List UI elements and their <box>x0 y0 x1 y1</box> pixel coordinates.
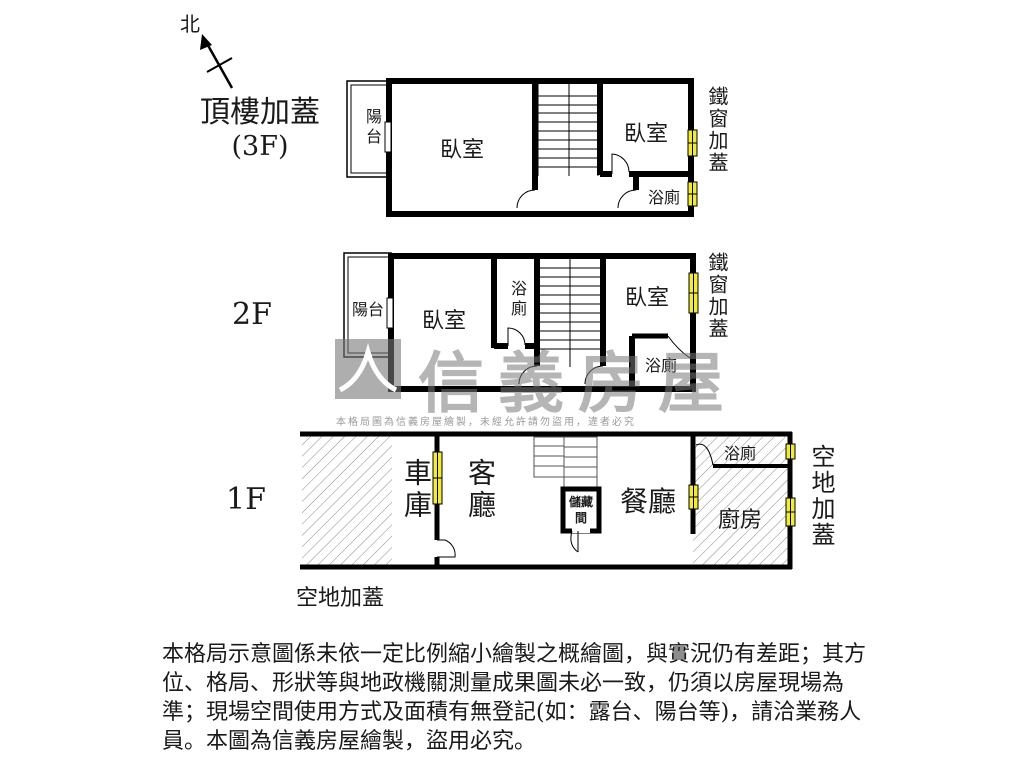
room-3f-bedroom-2: 臥室 <box>624 122 669 147</box>
floor-2f-side-note: 鐵窗加蓋 <box>705 252 729 340</box>
compass-label: 北 <box>180 12 200 36</box>
window-icon <box>432 443 796 527</box>
room-1f-bathroom: 浴廁 <box>724 444 757 463</box>
room-2f-bathroom-2: 浴廁 <box>645 356 678 375</box>
floor-1f-title: 1F <box>226 482 266 517</box>
watermark-logo-icon <box>335 339 401 399</box>
room-1f-living-room: 客廳 <box>464 458 497 522</box>
floor-3f-side-note: 鐵窗加蓋 <box>705 86 729 174</box>
room-1f-dining-room: 餐廳 <box>620 485 677 518</box>
room-3f-balcony: 陽台 <box>363 108 382 148</box>
window-icon <box>687 129 698 207</box>
room-3f-bathroom: 浴廁 <box>648 188 681 207</box>
floor-2f-title: 2F <box>232 297 272 332</box>
north-arrow-icon <box>200 34 234 89</box>
room-2f-bedroom-2: 臥室 <box>625 286 670 311</box>
room-1f-storage: 儲藏間 <box>568 495 593 525</box>
floor-1f-side-note: 空地加蓋 <box>807 444 835 548</box>
window-icon <box>688 272 699 314</box>
watermark-brand: 信義房屋 <box>418 345 738 422</box>
room-2f-bedroom-1: 臥室 <box>422 309 467 334</box>
floor-3f-title: 頂樓加蓋 (3F) <box>200 95 320 163</box>
room-3f-bedroom-1: 臥室 <box>440 138 485 163</box>
room-1f-garage: 車庫 <box>400 458 433 522</box>
floor-3f-plan <box>346 78 698 217</box>
floor-1f-bottom-note: 空地加蓋 <box>296 586 385 611</box>
floor-1f-plan <box>300 431 796 570</box>
disclaimer-text: 本格局示意圖係未依一定比例縮小繪製之概繪圖，與實況仍有差距；其方位、格局、形狀等… <box>162 642 867 754</box>
watermark-caption: 本格局圖為信義房屋繪製，未經允許請勿盜用，違者必究 <box>336 417 636 428</box>
room-1f-kitchen: 廚房 <box>718 508 763 533</box>
room-2f-bathroom-1: 浴廁 <box>508 280 527 320</box>
room-2f-balcony: 陽台 <box>352 300 385 319</box>
